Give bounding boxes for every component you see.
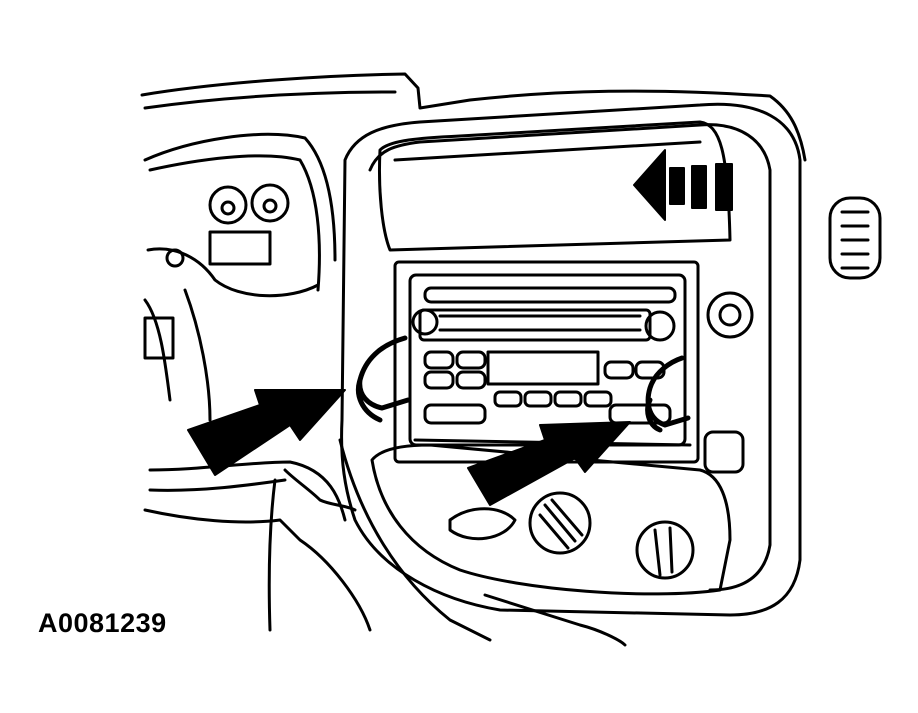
instrument-cluster-bezel xyxy=(148,154,321,292)
seek-button-right xyxy=(608,403,672,425)
left-lower-dash xyxy=(148,460,347,522)
direction-arrow-head xyxy=(633,149,666,221)
right-air-vent xyxy=(828,196,882,280)
cassette-door-lines xyxy=(438,314,642,332)
climate-left-blank xyxy=(448,507,517,541)
rear-defrost-knob-center xyxy=(718,303,742,327)
steering-column-shroud xyxy=(146,247,320,298)
climate-right-knob-grip xyxy=(653,526,674,577)
climate-left-knob-icon xyxy=(528,491,592,555)
preset-button-5 xyxy=(603,360,635,380)
direction-arrow-bar-1 xyxy=(669,167,685,205)
wiring-harness-2 xyxy=(283,468,357,512)
storage-pocket xyxy=(377,120,732,252)
seek-button-left xyxy=(423,403,487,425)
left-removal-tool xyxy=(355,335,411,423)
hazard-switch xyxy=(703,430,745,474)
lower-console xyxy=(338,438,492,642)
preset-button-1 xyxy=(423,350,455,370)
right-insertion-arrow xyxy=(467,421,631,506)
right-removal-tool xyxy=(645,355,691,433)
direction-arrow-bar-2 xyxy=(691,165,707,209)
dashboard-left-panel xyxy=(143,298,172,402)
cd-slot xyxy=(423,286,677,304)
preset-button-2 xyxy=(455,350,487,370)
climate-right-knob-icon xyxy=(635,520,695,580)
gauge-right-icon xyxy=(250,183,290,223)
climate-panel xyxy=(370,443,732,596)
cassette-door-frame xyxy=(418,308,652,342)
rear-defrost-knob-icon xyxy=(706,291,754,339)
cluster-display xyxy=(208,230,272,266)
preset-button-10 xyxy=(583,390,613,408)
preset-button-4 xyxy=(455,370,487,390)
left-insertion-arrow xyxy=(187,389,346,476)
lower-console-slot xyxy=(483,593,627,647)
volume-knob-icon xyxy=(411,308,439,336)
left-lower-dash-2 xyxy=(148,478,287,492)
dashboard-top-edge-inner xyxy=(143,90,397,110)
right-air-vent-louvers xyxy=(840,210,870,270)
dashboard-top-edge xyxy=(140,72,807,162)
preset-button-8 xyxy=(523,390,553,408)
wiring-harness xyxy=(267,478,277,632)
preset-button-3 xyxy=(423,370,455,390)
preset-button-7 xyxy=(493,390,523,408)
gauge-right-center xyxy=(262,198,278,214)
steering-column-lower xyxy=(183,288,212,422)
left-lower-dash-3 xyxy=(143,508,372,632)
gauge-left-center xyxy=(220,200,236,216)
left-vent-slot xyxy=(143,316,175,360)
figure-id-label: A0081239 xyxy=(38,608,167,638)
center-bezel-outer xyxy=(340,102,802,617)
tune-knob-icon xyxy=(644,310,676,342)
instrument-cluster-hood xyxy=(143,132,337,262)
center-bezel-inner xyxy=(368,123,772,592)
radio-display xyxy=(486,350,600,386)
climate-left-knob-grip xyxy=(538,498,584,550)
preset-button-9 xyxy=(553,390,583,408)
direction-arrow-bar-3 xyxy=(715,163,733,211)
storage-pocket-inner xyxy=(393,140,702,162)
gauge-left-icon xyxy=(208,185,248,225)
